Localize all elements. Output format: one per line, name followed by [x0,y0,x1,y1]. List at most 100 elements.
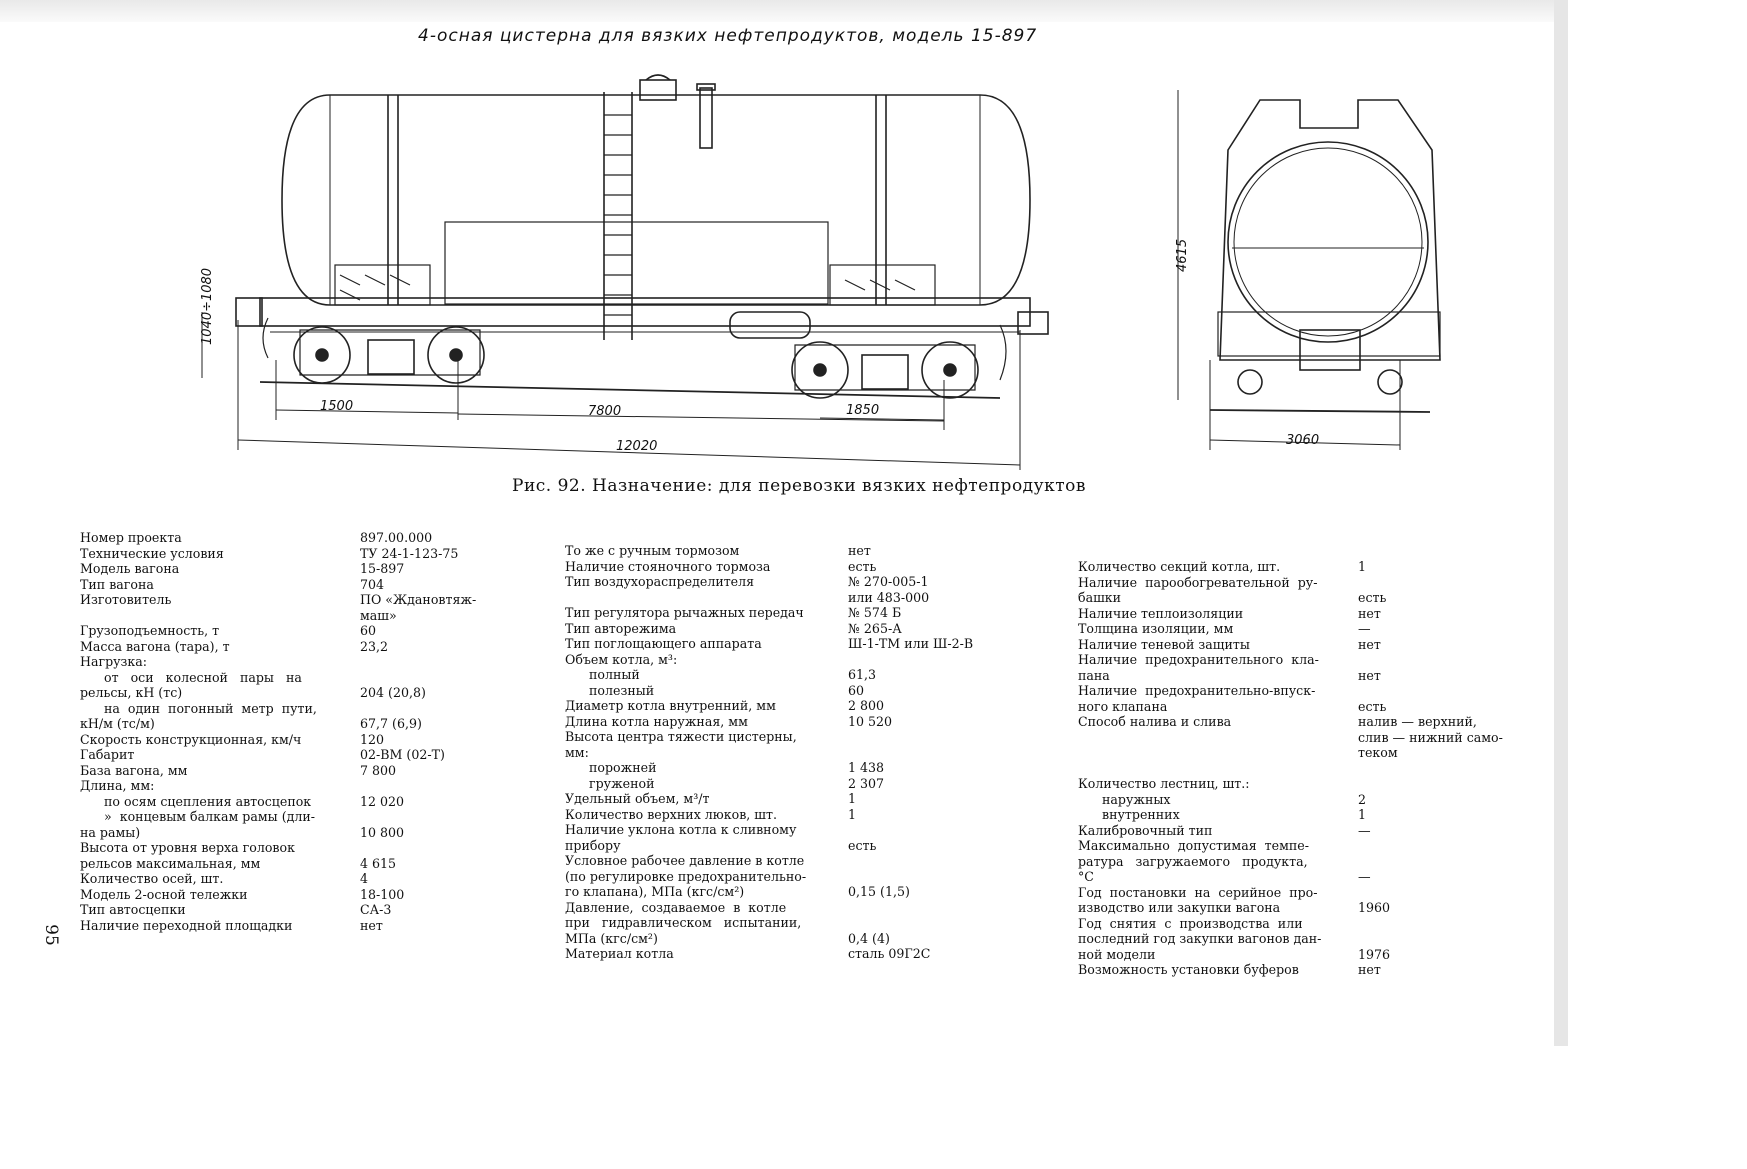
spec-value: 60 [848,682,865,698]
spec-label: Длина, мм: [80,778,155,793]
spec-row: Толщина изоляции, мм — [1078,621,1518,637]
spec-value: 67,7 (6,9) [360,716,422,731]
spec-label: Толщина изоляции, мм [1078,621,1234,636]
spec-value: 0,4 (4) [848,930,890,946]
spec-value: теком [1358,745,1398,760]
spec-label: Наличие уклона котла к сливному [565,822,797,837]
spec-label: Наличие предохранительно-впуск- [1078,683,1316,698]
spec-value: СА-3 [360,902,392,917]
spec-label: Модель 2-осной тележки [80,886,248,902]
spec-value: слив — нижний само- [1358,729,1503,745]
spec-value: 10 520 [848,713,893,729]
spec-row: мм: [565,745,995,761]
spec-value: 1960 [1358,900,1391,915]
spec-label: рельсы, кН (тс) [80,685,183,700]
spec-row: ратура загружаемого продукта, [1078,854,1518,870]
spec-label: мм: [565,744,589,760]
spec-value: 4 [360,871,369,886]
spec-value: есть [848,837,877,853]
spec-label: °С [1078,869,1094,884]
spec-label: База вагона, мм [80,762,188,778]
spec-row: теком [1078,745,1518,761]
spec-value: — [1358,822,1371,838]
spec-value: 1976 [1358,946,1391,962]
spec-label: изводство или закупки вагона [1078,900,1281,915]
spec-value: 1 [848,806,857,822]
spec-value: ПО «Ждановтяж- [360,592,477,607]
dimension-lines [201,312,1021,470]
spec-row: от оси колесной пары на [80,670,440,686]
spec-label: груженой [565,775,655,791]
spec-row [1078,761,1518,777]
dim-buffer-height: 1040÷1080 [200,268,215,345]
spec-label: Тип вагона [80,576,154,592]
spec-value: 60 [360,623,377,638]
spec-label: Условное рабочее давление в котле [565,853,805,868]
spec-label: Скорость конструкционная, км/ч [80,731,302,747]
spec-value: 4 615 [360,855,397,871]
spec-label: Номер проекта [80,530,182,545]
bogies [259,326,1001,399]
spec-label: Тип автосцепки [80,902,186,917]
spec-value: 1 [848,791,857,806]
spec-label: МПа (кгс/см²) [565,930,658,946]
spec-label: полный [565,667,640,682]
spec-value: налив — верхний, [1358,714,1477,729]
spec-value: есть [848,558,877,574]
spec-label: Количество осей, шт. [80,871,224,886]
spec-label: Тип регулятора рычажных передач [565,605,804,620]
figure-caption: Рис. 92. Назначение: для перевозки вязки… [512,476,1086,496]
page-title: 4-осная цистерна для вязких нефтепродукт… [418,26,1038,46]
spec-row: Условное рабочее давление в котле [565,853,995,869]
spec-label: прибору [565,837,621,853]
spec-label: Наличие переходной площадки [80,917,293,933]
spec-row: на один погонный метр пути, [80,701,440,717]
spec-label: кН/м (тс/м) [80,716,155,731]
spec-label: порожней [565,760,657,775]
spec-label: башки [1078,590,1122,605]
spec-value: нет [1358,962,1381,977]
spec-label: Год постановки на серийное про- [1078,884,1318,900]
spec-row: Количество секций котла, шт.1 [1078,559,1518,575]
spec-label: Наличие стояночного тормоза [565,558,771,574]
spec-value: 15-897 [360,561,405,576]
spec-label: Высота от уровня верха головок [80,840,295,855]
spec-label: » концевым балкам рамы (дли- [80,809,316,824]
spec-row: Высота от уровня верха головок [80,840,440,856]
spec-row: последний год закупки вагонов дан- [1078,931,1518,947]
spec-label: го клапана), МПа (кгс/см²) [565,884,745,899]
spec-label: последний год закупки вагонов дан- [1078,931,1322,946]
dim-height: 4615 [1175,239,1190,272]
spec-row: прибору есть [565,838,995,854]
spec-value: нет [360,917,383,933]
spec-label: Год снятия с производства или [1078,915,1303,931]
spec-row: Объем котла, м³: [565,652,995,668]
spec-value: 12 020 [360,793,405,809]
spec-label: Наличие предохранительного кла- [1078,652,1319,667]
spec-label: внутренних [1078,807,1180,822]
spec-value: нет [1358,667,1381,683]
spec-row: кН/м (тс/м) 67,7 (6,9) [80,716,440,732]
spec-label: Нагрузка: [80,654,148,669]
spec-value: 120 [360,731,385,747]
spec-value: — [1358,621,1371,636]
spec-label: Максимально допустимая темпе- [1078,838,1309,853]
spec-label: Тип авторежима [565,620,677,636]
